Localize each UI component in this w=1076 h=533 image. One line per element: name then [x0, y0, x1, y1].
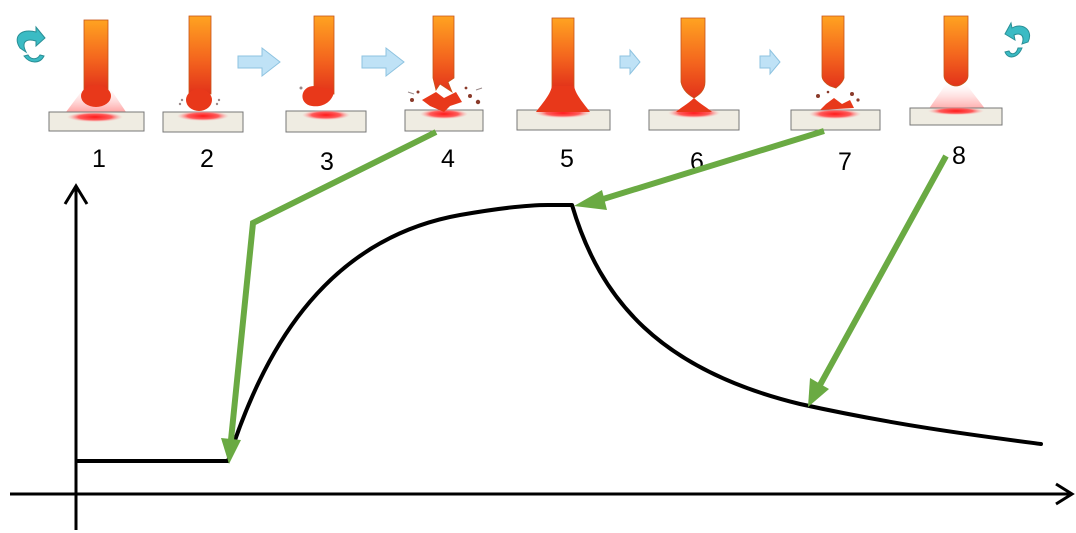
x-axis — [10, 482, 1075, 506]
step-7-illustration — [790, 15, 881, 131]
step-4-illustration — [404, 15, 484, 132]
step-number-5: 5 — [560, 145, 574, 173]
right-arrow-icon — [237, 46, 281, 78]
cycle-curve — [76, 203, 1043, 463]
cycle-end-arrow-icon — [1004, 21, 1030, 58]
step-number-4: 4 — [441, 145, 455, 173]
right-arrow-icon — [759, 48, 781, 76]
step-number-1: 1 — [92, 145, 106, 173]
right-arrow-icon — [619, 48, 641, 76]
step-8-illustration — [909, 15, 1003, 126]
step-5-illustration — [516, 17, 611, 131]
y-axis — [63, 183, 89, 530]
pointer-arrow-step-4 — [221, 129, 438, 464]
step-number-3: 3 — [320, 148, 334, 176]
pointer-arrow-step-8 — [808, 154, 949, 407]
step-number-labels: 1 2 3 4 5 6 7 8 — [92, 142, 966, 176]
step-2-illustration — [162, 15, 244, 133]
step-number-2: 2 — [200, 145, 214, 173]
right-arrow-icon — [361, 46, 405, 78]
step-3-illustration — [285, 15, 367, 133]
step-6-illustration — [648, 17, 740, 131]
step-1-illustration — [48, 19, 145, 132]
cycle-start-arrow-icon — [16, 25, 46, 63]
step-number-7: 7 — [838, 148, 852, 176]
step-number-8: 8 — [952, 142, 966, 170]
pointer-arrow-step-7 — [574, 128, 825, 210]
